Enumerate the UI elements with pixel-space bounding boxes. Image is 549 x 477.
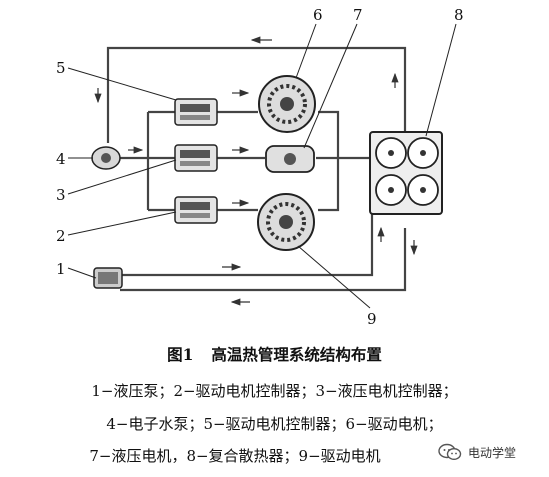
composite-radiator-8 [369, 131, 443, 215]
label-5: 5 [56, 59, 66, 77]
label-6: 6 [313, 6, 323, 24]
thermal-system-diagram: 5 4 3 2 1 6 7 8 9 [56, 6, 464, 328]
wechat-icon [438, 443, 462, 461]
drive-motor-6 [258, 75, 316, 133]
drive-motor-controller-5 [174, 98, 218, 126]
drive-motor-9 [257, 193, 315, 251]
hydraulic-pump [93, 267, 123, 289]
watermark-text: 电动学堂 [468, 445, 517, 460]
hydraulic-motor-7 [265, 145, 315, 173]
figure-title-text: 高温热管理系统结构布置 [211, 345, 382, 364]
flow-arrows [94, 36, 418, 306]
label-2: 2 [56, 227, 66, 245]
hydraulic-motor-controller-3 [174, 144, 218, 172]
legend-line-3: 7−液压电机，8−复合散热器；9−驱动电机 [89, 447, 381, 465]
label-4: 4 [56, 150, 66, 168]
label-8: 8 [454, 6, 464, 24]
legend-line-2: 4−电子水泵；5−驱动电机控制器；6−驱动电机； [106, 415, 443, 433]
electronic-water-pump [91, 146, 121, 170]
label-1: 1 [56, 260, 66, 278]
watermark: 电动学堂 [438, 443, 516, 461]
label-3: 3 [56, 186, 66, 204]
figure-title: 图1 高温热管理系统结构布置 [0, 343, 549, 365]
coolant-pipes [106, 46, 407, 292]
label-9: 9 [367, 310, 377, 328]
legend-line-1: 1−液压泵；2−驱动电机控制器；3−液压电机控制器； [91, 382, 458, 400]
label-7: 7 [353, 6, 363, 24]
drive-motor-controller-2 [174, 196, 218, 224]
figure-number: 图1 [167, 345, 194, 364]
leader-lines [67, 23, 457, 309]
